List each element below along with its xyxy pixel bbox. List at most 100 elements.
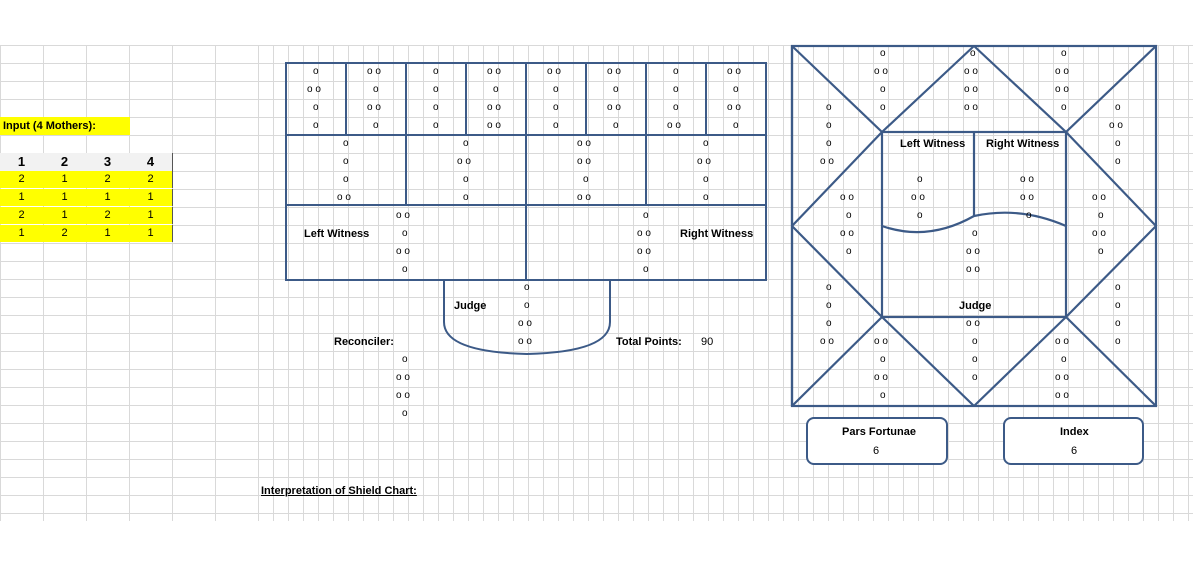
geomantic-dot-row: o o	[1092, 228, 1106, 239]
geomantic-dot-row: o o	[727, 102, 741, 113]
geomantic-dot-row: o o	[1055, 336, 1069, 347]
geomantic-dot-row: o	[826, 120, 832, 131]
geomantic-dot-row: o o	[367, 102, 381, 113]
geomantic-dot-row: o	[433, 66, 439, 77]
geomantic-dot-row: o	[972, 228, 978, 239]
geomantic-dot-row: o	[1115, 282, 1121, 293]
geomantic-dot-row: o o	[396, 210, 410, 221]
geomantic-dot-row: o o	[964, 84, 978, 95]
geomantic-dot-row: o	[463, 174, 469, 185]
input-cell[interactable]: 1	[129, 207, 173, 224]
geomantic-dot-row: o	[343, 174, 349, 185]
geomantic-dot-row: o o	[911, 192, 925, 203]
geomantic-dot-row: o	[433, 120, 439, 131]
geomantic-dot-row: o o	[874, 336, 888, 347]
geomantic-dot-row: o	[972, 354, 978, 365]
geomantic-dot-row: o	[1115, 138, 1121, 149]
geomantic-dot-row: o	[402, 354, 408, 365]
geomantic-dot-row: o o	[1109, 120, 1123, 131]
geomantic-dot-row: o	[1098, 210, 1104, 221]
geomantic-dot-row: o	[972, 336, 978, 347]
geomantic-dot-row: o	[733, 84, 739, 95]
geomantic-dot-row: o	[880, 48, 886, 59]
geomantic-dot-row: o	[433, 84, 439, 95]
geomantic-dot-row: o	[553, 84, 559, 95]
geomantic-dot-row: o	[880, 390, 886, 401]
pars-fortunae-box	[806, 417, 948, 465]
geomantic-dot-row: o	[373, 120, 379, 131]
geomantic-dot-row: o	[673, 84, 679, 95]
geomantic-dot-row: o o	[577, 156, 591, 167]
reconciler-label: Reconciler:	[334, 336, 394, 348]
judge-shield-shape	[443, 280, 611, 356]
geomantic-dot-row: o o	[697, 156, 711, 167]
geomantic-dot-row: o	[826, 300, 832, 311]
geomantic-dot-row: o	[1061, 354, 1067, 365]
geomantic-dot-row: o	[733, 120, 739, 131]
shield-judge-label: Judge	[454, 300, 487, 312]
input-cell[interactable]: 1	[129, 189, 173, 206]
geomantic-dot-row: o	[463, 192, 469, 203]
geomantic-dot-row: o o	[487, 66, 501, 77]
geomantic-dot-row: o	[917, 174, 923, 185]
geomantic-dot-row: o	[313, 102, 319, 113]
index-box	[1003, 417, 1144, 465]
geomantic-dot-row: o	[880, 84, 886, 95]
geomantic-dot-row: o o	[637, 228, 651, 239]
geomantic-dot-row: o o	[337, 192, 351, 203]
star-right-witness-label: Right Witness	[986, 138, 1060, 150]
geomantic-dot-row: o o	[396, 390, 410, 401]
geomantic-dot-row: o o	[396, 246, 410, 257]
pars-fortunae-label: Pars Fortunae	[842, 426, 916, 438]
geomantic-dot-row: o	[493, 84, 499, 95]
geomantic-dot-row: o	[463, 138, 469, 149]
geomantic-dot-row: o o	[367, 66, 381, 77]
geomantic-dot-row: o	[703, 192, 709, 203]
geomantic-dot-row: o o	[637, 246, 651, 257]
geomantic-dot-row: o o	[577, 192, 591, 203]
geomantic-dot-row: o	[313, 66, 319, 77]
input-cell[interactable]: 1	[129, 225, 173, 242]
geomantic-dot-row: o	[553, 102, 559, 113]
geomantic-dot-row: o o	[667, 120, 681, 131]
geomantic-dot-row: o o	[487, 120, 501, 131]
total-points-label: Total Points:	[616, 336, 682, 348]
geomantic-dot-row: o o	[874, 372, 888, 383]
geomantic-dot-row: o o	[840, 192, 854, 203]
geomantic-dot-row: o o	[518, 318, 532, 329]
geomantic-dot-row: o o	[1055, 66, 1069, 77]
geomantic-dot-row: o o	[966, 318, 980, 329]
geomantic-dot-row: o	[643, 210, 649, 221]
geomantic-dot-row: o	[703, 138, 709, 149]
index-value: 6	[1071, 445, 1078, 457]
input-cell[interactable]: 2	[129, 171, 173, 188]
geomantic-dot-row: o o	[518, 336, 532, 347]
geomantic-dot-row: o o	[577, 138, 591, 149]
geomantic-dot-row: o o	[1055, 372, 1069, 383]
geomantic-dot-row: o	[613, 120, 619, 131]
shield-left-witness-label: Left Witness	[304, 228, 370, 240]
geomantic-dot-row: o	[343, 138, 349, 149]
geomantic-dot-row: o	[402, 264, 408, 275]
geomantic-dot-row: o	[826, 102, 832, 113]
input-label: Input (4 Mothers):	[3, 120, 96, 132]
geomantic-dot-row: o o	[964, 102, 978, 113]
geomantic-dot-row: o	[1061, 102, 1067, 113]
geomantic-dot-row: o	[880, 102, 886, 113]
total-points-value: 90	[701, 336, 714, 348]
geomantic-dot-row: o	[1115, 318, 1121, 329]
geomantic-dot-row: o o	[874, 66, 888, 77]
geomantic-dot-row: o	[1026, 210, 1032, 221]
geomantic-dot-row: o	[826, 138, 832, 149]
geomantic-dot-row: o	[1115, 300, 1121, 311]
geomantic-dot-row: o	[826, 282, 832, 293]
geomantic-dot-row: o o	[840, 228, 854, 239]
geomantic-dot-row: o	[524, 300, 530, 311]
geomantic-dot-row: o o	[820, 336, 834, 347]
geomantic-dot-row: o o	[396, 372, 410, 383]
geomantic-dot-row: o	[1098, 246, 1104, 257]
geomantic-dot-row: o o	[1055, 84, 1069, 95]
geomantic-dot-row: o o	[457, 156, 471, 167]
